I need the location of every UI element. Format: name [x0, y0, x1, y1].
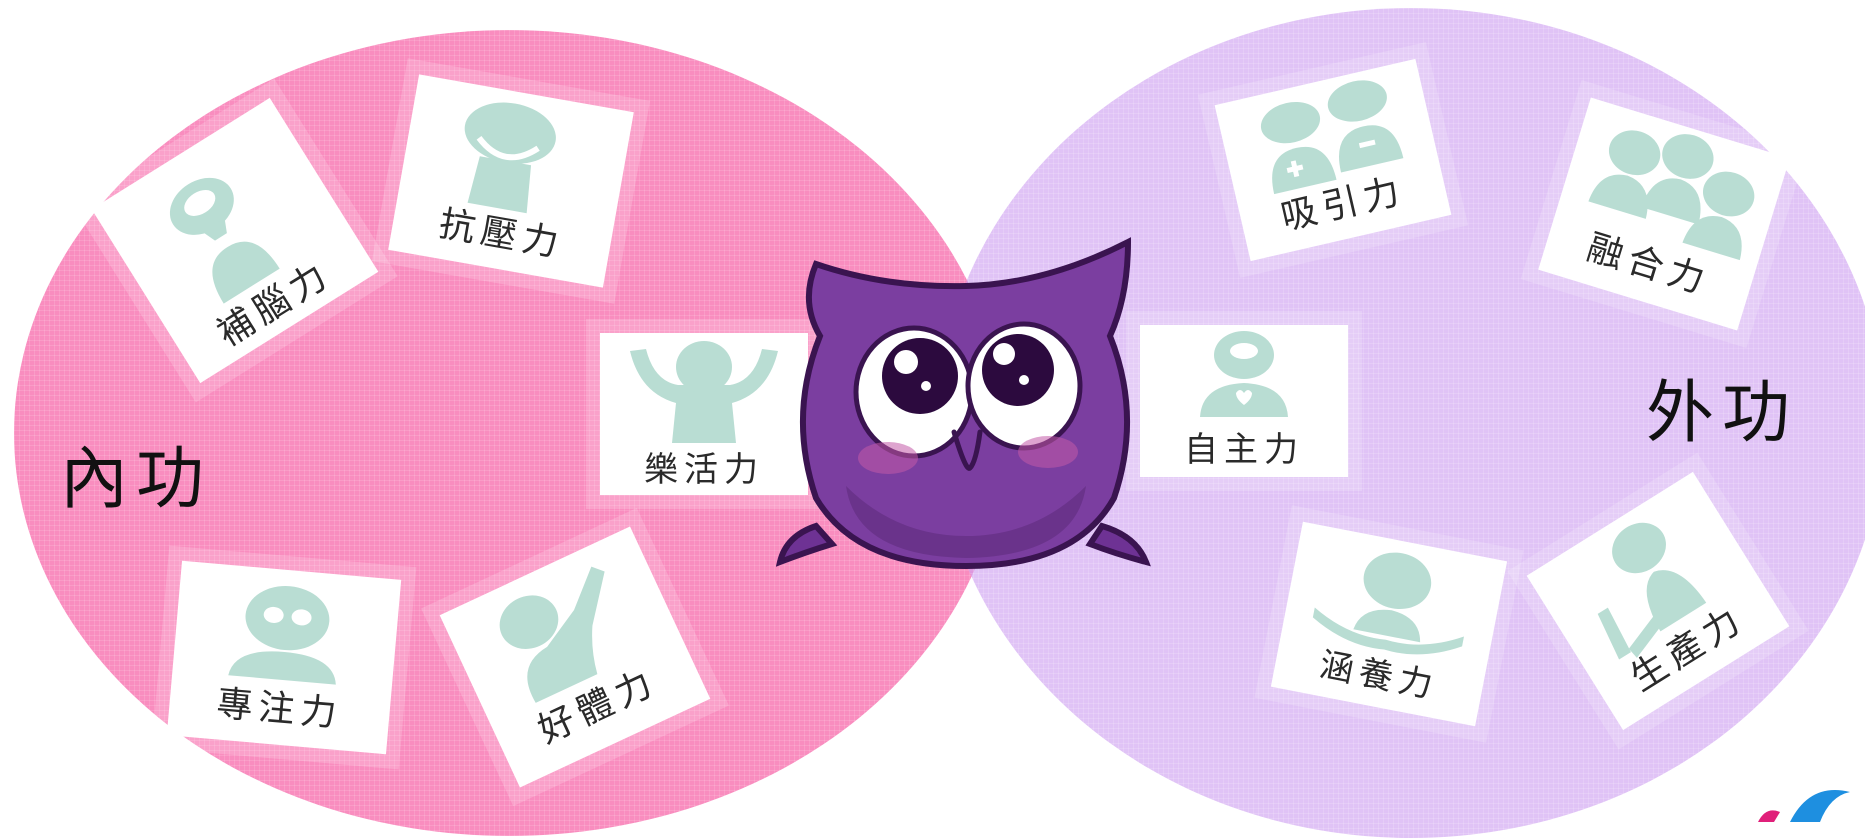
card-outer-1: 融合力	[1538, 97, 1790, 331]
person-tool-icon	[1597, 522, 1707, 660]
card-inner-4: 好體力	[439, 526, 711, 788]
person-pressed-icon	[464, 102, 556, 214]
card-inner-2: 樂活力	[600, 333, 808, 495]
person-goggles-icon	[228, 586, 336, 685]
person-heart-icon	[1200, 331, 1288, 417]
card-inner-3: 專注力	[166, 560, 402, 755]
card-inner-0: 補腦力	[91, 97, 379, 384]
group-people-icon	[1588, 130, 1755, 261]
card-outer-4: 生產力	[1526, 471, 1790, 731]
logo-icon	[1758, 790, 1850, 822]
card-outer-2: 自主力	[1140, 325, 1348, 477]
outer-skills-label: 外功	[1646, 374, 1799, 453]
card-outer-0: 吸引力	[1214, 58, 1452, 262]
person-exercise-icon	[499, 566, 605, 703]
card-label: 自主力	[1184, 430, 1304, 470]
person-cheering-icon	[630, 341, 778, 443]
card-inner-1: 抗壓力	[388, 74, 634, 288]
person-speech-icon	[169, 177, 280, 304]
person-reading-icon	[1312, 552, 1464, 655]
card-label: 樂活力	[644, 450, 764, 490]
inner-skills-label: 內功	[60, 440, 213, 519]
owl-mascot-icon	[776, 237, 1151, 570]
card-outer-3: 涵養力	[1270, 521, 1508, 727]
two-people-icon	[1260, 80, 1404, 195]
